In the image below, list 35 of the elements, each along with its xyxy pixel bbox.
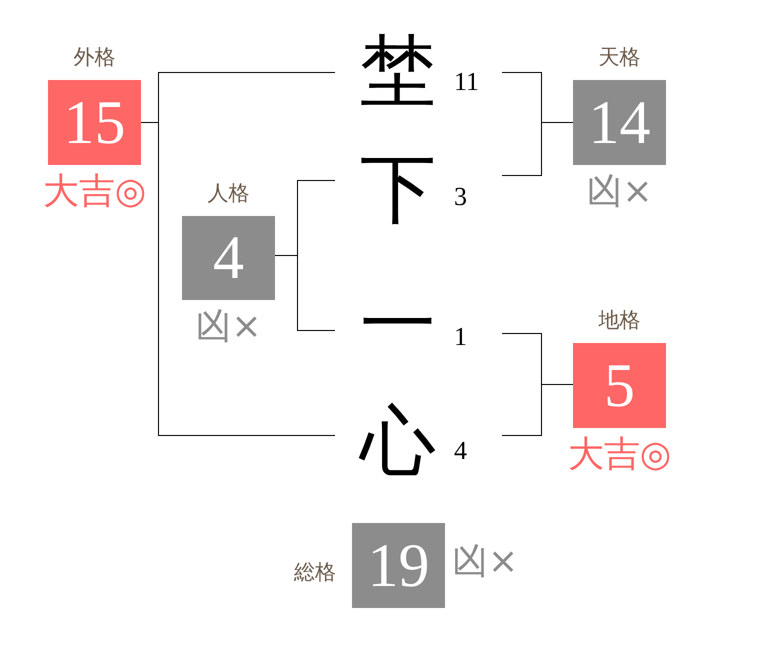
bracket-line [158,122,336,436]
bracket-line [541,122,574,123]
score-number: 15 [64,92,126,154]
grade-label: 人格 [208,183,250,204]
stroke-count: 4 [454,438,467,464]
grade-label: 地格 [598,310,640,331]
stroke-count: 3 [454,184,467,210]
kanji-character: 埜 [360,33,436,109]
score-number: 19 [368,534,430,596]
grade-label: 総格 [294,562,336,582]
bracket-line [297,255,336,331]
verdict-text: 凶× [586,174,653,210]
verdict-text: 凶× [452,544,518,580]
stroke-count: 1 [454,324,467,350]
verdict-text: 大吉◎ [42,174,146,210]
kanji-character: 心 [360,403,436,479]
verdict-text: 大吉◎ [568,437,672,473]
score-number: 14 [588,92,650,154]
bracket-line [502,333,542,385]
bracket-line [502,122,542,176]
bracket-line [140,122,159,123]
bracket-line [502,384,542,436]
stroke-count: 11 [454,69,480,95]
verdict-text: 凶× [195,309,262,345]
grade-label: 外格 [74,47,116,68]
bracket-line [541,384,574,385]
score-number: 4 [213,227,244,289]
kanji-character: 一 [360,286,436,362]
grade-label: 天格 [598,47,640,68]
bracket-line [502,72,542,123]
kanji-character: 下 [360,151,436,227]
score-number: 5 [604,354,635,416]
bracket-line [158,72,336,123]
bracket-line [274,255,298,256]
bracket-line [297,180,336,256]
